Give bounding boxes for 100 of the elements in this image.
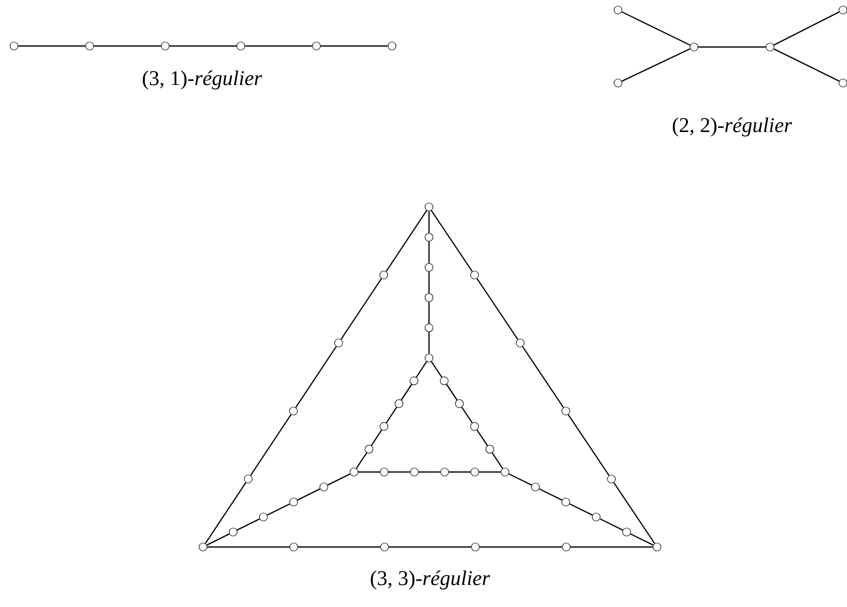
vertex-circle bbox=[259, 512, 268, 522]
vertex-circle bbox=[364, 444, 374, 454]
vertex-circle bbox=[380, 422, 388, 431]
graph-edge bbox=[18, 45, 86, 47]
vertex-circle bbox=[516, 338, 524, 348]
graph-edge bbox=[418, 471, 440, 473]
vertex-circle bbox=[592, 512, 600, 522]
vertex-circle bbox=[394, 399, 404, 408]
vertex-circle bbox=[85, 42, 94, 50]
graph-edge bbox=[430, 361, 442, 378]
graph-edge bbox=[492, 452, 504, 469]
graph-edge bbox=[622, 48, 690, 82]
graph-edge bbox=[245, 45, 312, 47]
vertex-circle bbox=[622, 528, 631, 536]
vertex-circle bbox=[380, 270, 388, 280]
vertex-circle bbox=[160, 42, 170, 50]
graph-edge bbox=[428, 332, 430, 354]
graph-edge bbox=[428, 272, 430, 294]
vertex-circle bbox=[690, 42, 698, 52]
graph-edge bbox=[320, 45, 388, 47]
vertex-circle bbox=[562, 542, 570, 552]
graph-edge bbox=[340, 278, 382, 340]
graph-edge bbox=[430, 210, 473, 272]
graph-edge bbox=[416, 361, 428, 378]
graph-edge bbox=[356, 452, 368, 469]
vertex-circle bbox=[470, 270, 479, 280]
vertex-circle bbox=[440, 468, 449, 476]
graph-edge bbox=[630, 533, 654, 546]
graph-edge bbox=[476, 278, 518, 340]
vertex-circle bbox=[198, 542, 208, 552]
vertex-circle bbox=[470, 422, 479, 431]
vertex-circle bbox=[320, 482, 328, 492]
vertex-circle bbox=[380, 468, 388, 476]
graph-edge bbox=[600, 518, 624, 531]
graph-edge bbox=[569, 503, 593, 516]
graph-edge bbox=[446, 384, 458, 400]
graph-edge bbox=[774, 48, 840, 82]
vertex-circle bbox=[424, 232, 434, 242]
vertex-circle bbox=[410, 376, 418, 386]
graph-edge bbox=[480, 546, 562, 548]
vertex-circle bbox=[244, 474, 252, 484]
vertex-circle bbox=[424, 354, 434, 362]
graph-edge bbox=[358, 471, 380, 473]
graph-caption: (2, 2)-régulier bbox=[672, 117, 792, 137]
graph-edge bbox=[170, 45, 236, 47]
vertex-circle bbox=[388, 42, 396, 50]
vertex-circle bbox=[312, 42, 321, 50]
graph-edge bbox=[388, 471, 410, 473]
graph-caption: (3, 1)-régulier bbox=[142, 70, 262, 90]
graph-edge bbox=[613, 482, 656, 544]
vertex-circle bbox=[424, 202, 434, 212]
graph-edge bbox=[479, 471, 501, 473]
graph-edge bbox=[386, 406, 398, 424]
vertex-circle bbox=[562, 498, 570, 506]
vertex-circle bbox=[289, 498, 298, 506]
graph-edge bbox=[508, 473, 532, 486]
vertex-circle bbox=[380, 542, 389, 552]
graph-edge bbox=[236, 518, 260, 531]
graph-edge bbox=[448, 471, 470, 473]
vertex-circle bbox=[228, 528, 238, 536]
graph-edge bbox=[428, 242, 430, 264]
graph-edge bbox=[428, 302, 430, 324]
graph-edge bbox=[570, 546, 653, 548]
graph-edge bbox=[539, 488, 562, 501]
graph-edge bbox=[388, 546, 472, 548]
vertex-circle bbox=[614, 6, 622, 14]
vertex-circle bbox=[424, 293, 434, 302]
graph-edge bbox=[428, 211, 430, 233]
vertex-circle bbox=[440, 376, 448, 386]
graph-edge bbox=[94, 45, 161, 47]
graph-edge bbox=[206, 533, 230, 546]
graph-edge bbox=[568, 414, 610, 476]
graph-edge bbox=[207, 546, 290, 548]
vertex-circle bbox=[289, 406, 298, 416]
vertex-circle bbox=[10, 42, 18, 50]
graph-edge bbox=[370, 430, 382, 446]
graph-edge bbox=[698, 46, 766, 48]
vertex-circle bbox=[531, 482, 540, 492]
graph-edge bbox=[204, 482, 246, 544]
vertex-circle bbox=[562, 406, 570, 416]
vertex-circle bbox=[500, 468, 510, 476]
vertex-circle bbox=[607, 474, 616, 484]
vertex-circle bbox=[236, 42, 246, 50]
vertex-circle bbox=[486, 444, 494, 454]
graph-edge bbox=[297, 488, 320, 501]
graph-edge bbox=[476, 430, 488, 446]
vertex-circle bbox=[290, 542, 298, 552]
graph-edge bbox=[400, 384, 412, 400]
graph-edge bbox=[386, 210, 428, 272]
vertex-circle bbox=[424, 263, 434, 272]
vertex-circle bbox=[614, 78, 622, 88]
vertex-circle bbox=[470, 468, 480, 476]
vertex-circle bbox=[410, 468, 419, 476]
graph-edge bbox=[250, 414, 292, 476]
graph-edge bbox=[327, 473, 350, 486]
graph-caption: (3, 3)-régulier bbox=[370, 570, 490, 590]
vertex-circle bbox=[766, 42, 774, 52]
vertex-circle bbox=[471, 542, 480, 552]
graph-edge bbox=[774, 11, 840, 46]
vertex-circle bbox=[424, 324, 434, 332]
